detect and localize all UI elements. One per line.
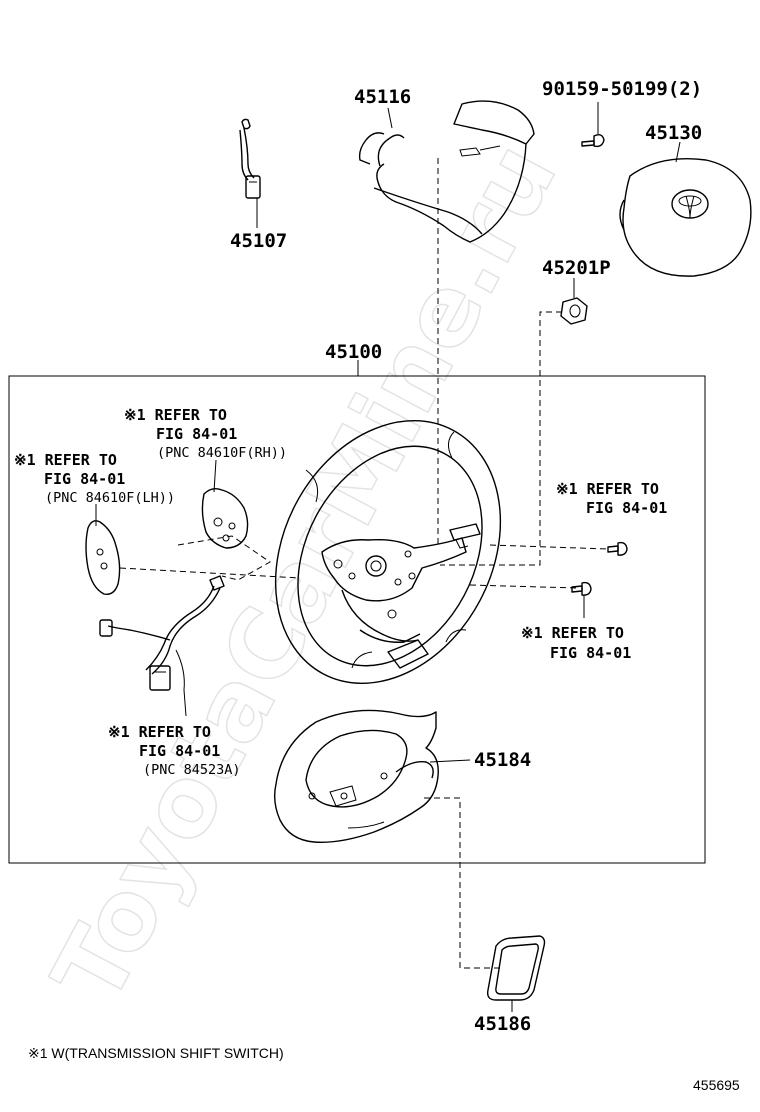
svg-text:※1 REFER TO: ※1 REFER TO [14, 451, 117, 469]
svg-text:※1 REFER TO: ※1 REFER TO [556, 480, 659, 498]
part-45184-lower-cover[interactable] [273, 709, 471, 843]
assembly-frame [8, 375, 706, 864]
footnote: ※1 W(TRANSMISSION SHIFT SWITCH) [28, 1045, 284, 1061]
part-45201p-nut[interactable] [560, 278, 588, 325]
part-45186-bezel[interactable] [486, 935, 546, 1012]
label-45184: 45184 [474, 749, 531, 771]
part-45116-upper-cover[interactable] [358, 100, 535, 243]
svg-text:(PNC 84610F(RH)): (PNC 84610F(RH)) [157, 445, 287, 461]
label-45201p: 45201P [542, 257, 611, 279]
ref-right-bottom: ※1 REFER TO FIG 84-01 [521, 624, 631, 662]
svg-text:FIG 84-01: FIG 84-01 [156, 425, 237, 443]
part-screw-right-bottom[interactable] [571, 581, 592, 618]
ref-lh: ※1 REFER TO FIG 84-01 (PNC 84610F(LH)) [14, 451, 175, 506]
svg-text:FIG 84-01: FIG 84-01 [139, 742, 220, 760]
label-45116: 45116 [354, 86, 411, 108]
svg-text:※1 REFER TO: ※1 REFER TO [124, 406, 227, 424]
part-45100-steering-wheel[interactable] [231, 381, 544, 722]
part-wire-harness[interactable] [99, 575, 225, 717]
watermark: ToyotaCarMine.ru [31, 125, 578, 1020]
part-screw-right-top[interactable] [607, 541, 628, 556]
ref-harness: ※1 REFER TO FIG 84-01 (PNC 84523A) [108, 723, 241, 778]
connection-lines [119, 158, 609, 969]
part-45107-wire[interactable] [239, 118, 261, 228]
label-45107: 45107 [230, 230, 287, 252]
part-rh-switch[interactable] [201, 459, 249, 549]
svg-text:(PNC 84523A): (PNC 84523A) [143, 762, 241, 778]
part-90159-bolt[interactable] [581, 102, 605, 148]
part-45130-airbag[interactable] [619, 141, 752, 277]
label-45186: 45186 [474, 1013, 531, 1035]
svg-text:※1 REFER TO: ※1 REFER TO [521, 624, 624, 642]
part-lh-switch[interactable] [85, 504, 121, 595]
label-45100: 45100 [325, 341, 382, 363]
label-90159-50199: 90159-50199(2) [542, 78, 702, 100]
ref-rh: ※1 REFER TO FIG 84-01 (PNC 84610F(RH)) [124, 406, 287, 461]
svg-text:FIG 84-01: FIG 84-01 [550, 644, 631, 662]
label-45130: 45130 [645, 122, 702, 144]
svg-text:FIG 84-01: FIG 84-01 [44, 470, 125, 488]
svg-text:(PNC 84610F(LH)): (PNC 84610F(LH)) [45, 490, 175, 506]
ref-right-top: ※1 REFER TO FIG 84-01 [556, 480, 667, 517]
svg-text:FIG 84-01: FIG 84-01 [586, 499, 667, 517]
svg-text:※1 REFER TO: ※1 REFER TO [108, 723, 211, 741]
figure-id: 455695 [693, 1077, 740, 1093]
